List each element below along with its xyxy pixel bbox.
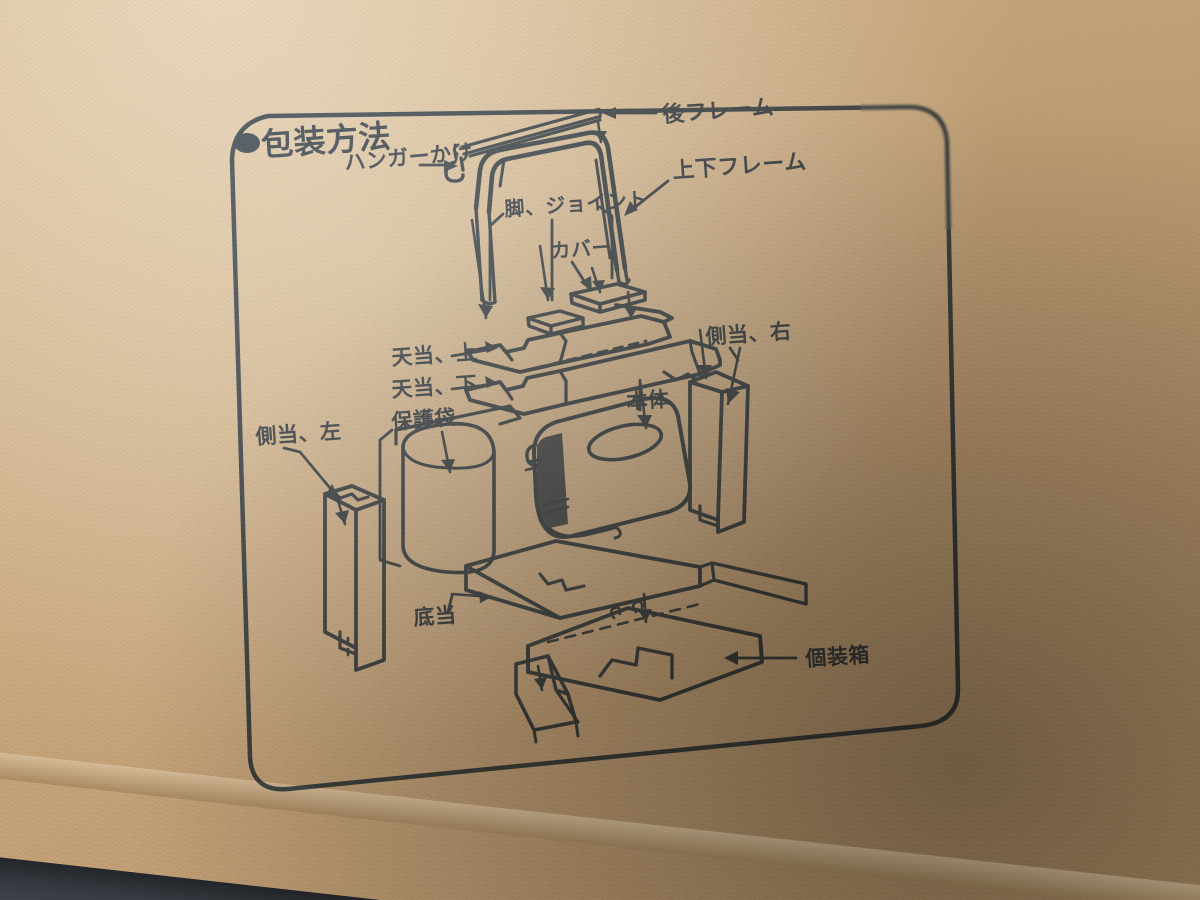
photo-canvas: 包装方法 ハンガーかけ 後フレーム 上下フレーム 脚、ジョイント カバー 天当、… <box>0 0 1200 900</box>
cardboard-panel <box>0 0 1200 900</box>
